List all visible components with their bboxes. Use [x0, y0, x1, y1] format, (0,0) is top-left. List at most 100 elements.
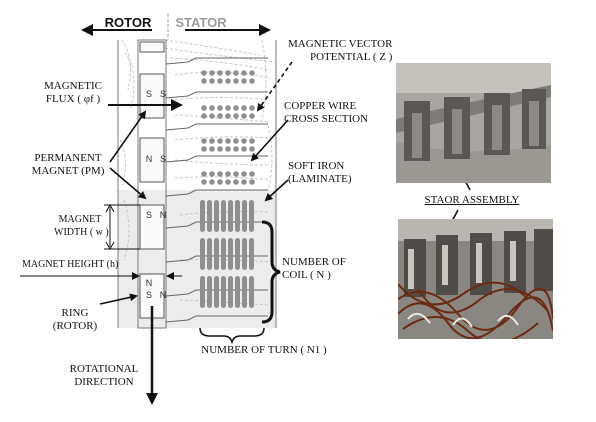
- copper-wire-dot: [217, 179, 223, 185]
- coil-turn-bar: [200, 238, 205, 270]
- coil-turn-bar: [228, 238, 233, 270]
- copper-wire-dot: [201, 171, 207, 177]
- stator-title: STATOR: [175, 15, 227, 30]
- magnet-pole-letter: S: [160, 89, 166, 99]
- copper-wire-dot: [233, 138, 239, 144]
- copper-wire-dot: [225, 146, 231, 152]
- copper-wire-label: COPPER WIRE CROSS SECTION: [284, 100, 369, 125]
- magnet-width-label: MAGNET WIDTH ( w ): [54, 214, 109, 238]
- copper-wire-dot: [209, 171, 215, 177]
- permanent-magnet-label: PERMANENT MAGNET (PM): [31, 152, 105, 177]
- coil-turn-bar: [221, 238, 226, 270]
- copper-arrow: [250, 119, 289, 162]
- coil-turn-bar: [221, 200, 226, 232]
- coil-turn-bar: [249, 200, 254, 232]
- number-of-turn-label: NUMBER OF TURN ( N1 ): [201, 344, 327, 356]
- copper-wire-dot: [233, 171, 239, 177]
- magnetic-flux-label: MAGNETIC FLUX ( φf ): [43, 80, 103, 105]
- copper-wire-dot: [233, 105, 239, 111]
- pm-arrow-down: [109, 167, 147, 200]
- magnetic-vector-potential-label: MAGNETIC VECTOR POTENTIAL ( Z ): [288, 38, 393, 63]
- copper-wire-dot: [241, 179, 247, 185]
- coil-turn-bar: [235, 276, 240, 308]
- copper-wire-dot: [233, 146, 239, 152]
- copper-wire-dot: [217, 171, 223, 177]
- copper-wire-dot: [249, 78, 255, 84]
- coil-turn-bar: [214, 200, 219, 232]
- magnet-height-label: MAGNET HEIGHT (h): [22, 259, 119, 270]
- magnet-pole-letter: N: [160, 210, 167, 220]
- rotational-direction-label: ROTATIONAL DIRECTION: [69, 363, 139, 388]
- stator-assembly-caption: STAOR ASSEMBLY: [424, 194, 520, 206]
- copper-wire-dot: [249, 105, 255, 111]
- coil-turn-bar: [235, 200, 240, 232]
- copper-wire-dot: [249, 179, 255, 185]
- magnet-pole-letter: N: [146, 278, 153, 288]
- coil-turn-bar: [200, 276, 205, 308]
- soft-iron-label: SOFT IRON (LAMINATE): [288, 160, 352, 185]
- coil-turn-bar: [207, 238, 212, 270]
- copper-wire-dot: [225, 171, 231, 177]
- copper-wire-dot: [241, 70, 247, 76]
- rotor-title: ROTOR: [104, 15, 152, 30]
- copper-wire-dot: [201, 105, 207, 111]
- copper-wire-dot: [209, 113, 215, 119]
- copper-wire-dot: [241, 171, 247, 177]
- copper-wire-dot: [233, 78, 239, 84]
- copper-wire-dot: [201, 146, 207, 152]
- copper-wire-dot: [201, 113, 207, 119]
- copper-wire-dot: [201, 70, 207, 76]
- coil-turn-bar: [249, 238, 254, 270]
- coil-turn-bars: [200, 200, 254, 308]
- coil-turn-bar: [214, 276, 219, 308]
- magnet-pole-letter: N: [160, 290, 167, 300]
- coil-turn-bar: [207, 200, 212, 232]
- copper-wire-dot: [225, 179, 231, 185]
- ring-arrow: [99, 293, 138, 305]
- permanent-magnets: [139, 41, 165, 319]
- copper-wire-dot: [233, 113, 239, 119]
- stator-winding-photo: [398, 219, 553, 339]
- copper-wire-dot: [217, 78, 223, 84]
- copper-wire-dot: [249, 171, 255, 177]
- coil-turn-bar: [214, 238, 219, 270]
- magnet-pole-letter: S: [146, 89, 152, 99]
- stator-laminate-photo: [396, 63, 551, 183]
- coil-turn-bar: [200, 200, 205, 232]
- coil-turn-bar: [242, 238, 247, 270]
- copper-wire-dot: [249, 113, 255, 119]
- copper-wire-dot: [201, 179, 207, 185]
- copper-wire-dot: [209, 138, 215, 144]
- copper-wire-dot: [217, 146, 223, 152]
- coil-turn-bar: [242, 200, 247, 232]
- pm-arrow-up: [109, 110, 147, 163]
- copper-wire-dot: [225, 113, 231, 119]
- copper-wire-dot: [241, 78, 247, 84]
- magnet-pole-letter: S: [146, 210, 152, 220]
- magnet-pole-letter: S: [160, 154, 166, 164]
- copper-wire-dot: [209, 146, 215, 152]
- copper-wire-dot: [225, 78, 231, 84]
- copper-wire-dot: [209, 78, 215, 84]
- copper-wire-dot: [249, 138, 255, 144]
- copper-wire-dot: [233, 179, 239, 185]
- coil-turn-bar: [242, 276, 247, 308]
- copper-wire-dot: [241, 105, 247, 111]
- copper-wire-dot: [217, 105, 223, 111]
- turn-brace: [199, 327, 265, 345]
- copper-wire-dot: [249, 70, 255, 76]
- copper-wire-dot: [241, 146, 247, 152]
- copper-wire-dots: [201, 70, 255, 185]
- coil-turn-bar: [249, 276, 254, 308]
- vector-potential-arrow: [256, 61, 293, 112]
- copper-wire-dot: [201, 138, 207, 144]
- magnet-pole-letter: S: [146, 290, 152, 300]
- copper-wire-dot: [225, 138, 231, 144]
- coil-turn-bar: [235, 238, 240, 270]
- copper-wire-dot: [249, 146, 255, 152]
- coil-turn-bar: [207, 276, 212, 308]
- copper-wire-dot: [241, 138, 247, 144]
